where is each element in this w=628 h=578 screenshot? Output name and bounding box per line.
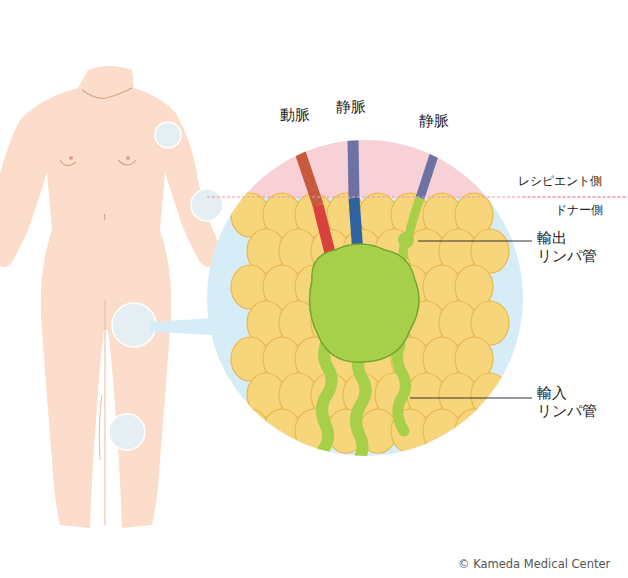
magnify-wedge xyxy=(150,318,215,335)
leader-line xyxy=(418,241,532,242)
label: 静脈 xyxy=(419,112,449,130)
label: 動脈 xyxy=(280,106,310,124)
collarbone xyxy=(82,88,132,98)
leg-line xyxy=(99,300,105,525)
label: 輸出 リンパ管 xyxy=(537,229,607,265)
nipple xyxy=(126,156,130,160)
donor-site-markers xyxy=(109,122,223,450)
fat-tissue xyxy=(231,193,509,453)
label: 静脈 xyxy=(336,98,366,116)
label: © Kameda Medical Center xyxy=(458,558,610,572)
leader-line xyxy=(410,398,532,399)
navel xyxy=(104,214,105,220)
magnified-view xyxy=(200,130,540,470)
label: ドナー側 xyxy=(555,204,603,218)
boundary-line xyxy=(207,197,628,198)
chest-line xyxy=(60,160,136,166)
body-silhouette xyxy=(0,66,219,528)
label: 輸入 リンパ管 xyxy=(537,384,607,420)
label: レシピエント側 xyxy=(518,175,602,189)
nipple xyxy=(69,156,73,160)
